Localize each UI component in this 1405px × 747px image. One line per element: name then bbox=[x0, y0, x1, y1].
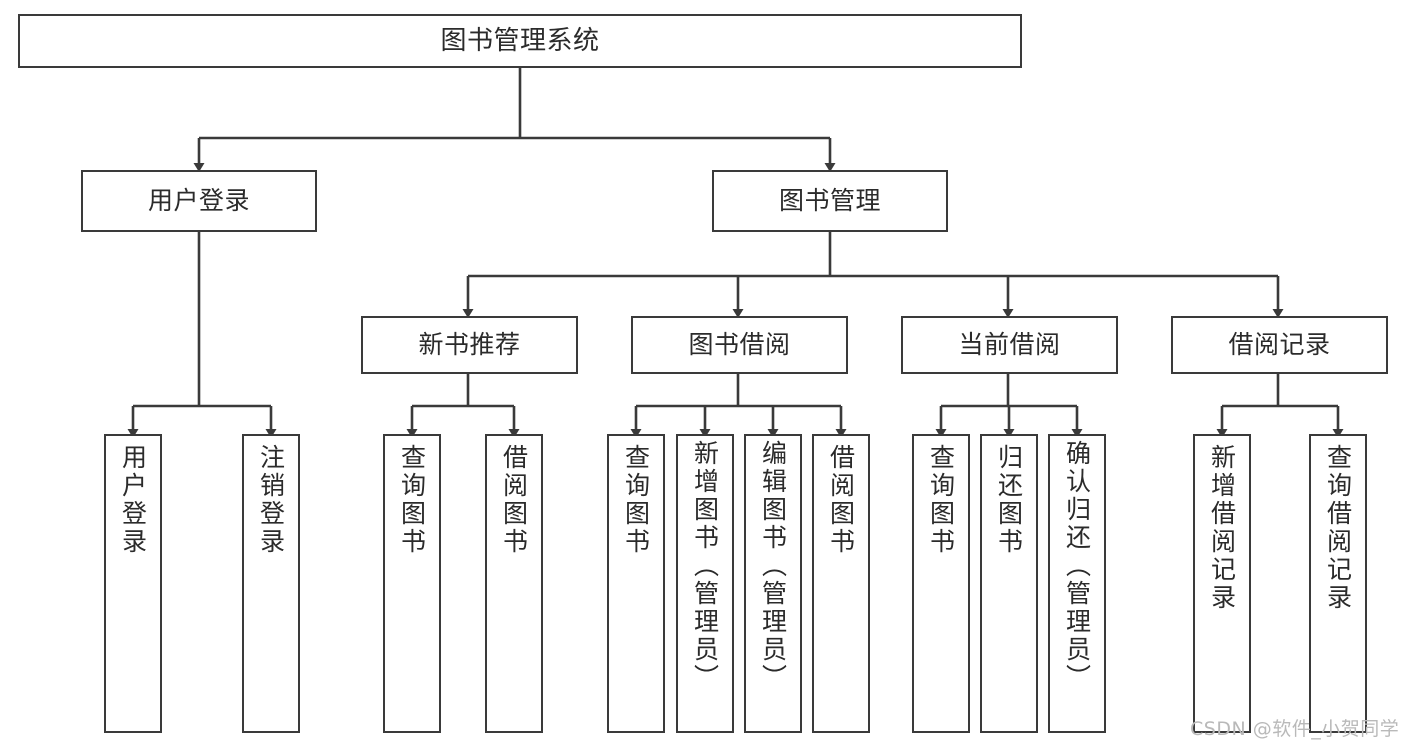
leaf-label: 查询图书 bbox=[397, 444, 427, 556]
node-label: 新书推荐 bbox=[418, 330, 521, 360]
node-label: 借阅记录 bbox=[1228, 330, 1331, 360]
leaf-new-book-rec-1[interactable]: 借阅图书 bbox=[485, 434, 543, 733]
node-book-borrow[interactable]: 图书借阅 bbox=[631, 316, 848, 374]
leaf-label: 注销登录 bbox=[256, 444, 286, 556]
leaf-current-borrow-0[interactable]: 查询图书 bbox=[912, 434, 970, 733]
leaf-label: 归还图书 bbox=[994, 444, 1024, 556]
node-book-manage[interactable]: 图书管理 bbox=[712, 170, 948, 232]
leaf-label: 新增借阅记录 bbox=[1207, 444, 1237, 612]
node-label: 图书管理系统 bbox=[440, 25, 600, 56]
leaf-book-borrow-2[interactable]: 编辑图书（管理员） bbox=[744, 434, 802, 733]
node-label: 用户登录 bbox=[147, 186, 250, 216]
leaf-label: 借阅图书 bbox=[826, 444, 856, 556]
leaf-book-borrow-3[interactable]: 借阅图书 bbox=[812, 434, 870, 733]
node-borrow-record[interactable]: 借阅记录 bbox=[1171, 316, 1388, 374]
node-root-system[interactable]: 图书管理系统 bbox=[18, 14, 1022, 68]
node-label: 图书借阅 bbox=[688, 330, 791, 360]
leaf-label: 查询图书 bbox=[621, 444, 651, 556]
node-label: 图书管理 bbox=[778, 186, 881, 216]
leaf-user-login-0[interactable]: 用户登录 bbox=[104, 434, 162, 733]
leaf-label: 编辑图书（管理员） bbox=[758, 440, 788, 692]
leaf-borrow-record-1[interactable]: 查询借阅记录 bbox=[1309, 434, 1367, 733]
leaf-label: 新增图书（管理员） bbox=[690, 440, 720, 692]
leaf-label: 用户登录 bbox=[118, 444, 148, 556]
node-user-login[interactable]: 用户登录 bbox=[81, 170, 317, 232]
node-label: 当前借阅 bbox=[958, 330, 1061, 360]
leaf-borrow-record-0[interactable]: 新增借阅记录 bbox=[1193, 434, 1251, 733]
leaf-current-borrow-1[interactable]: 归还图书 bbox=[980, 434, 1038, 733]
leaf-current-borrow-2[interactable]: 确认归还（管理员） bbox=[1048, 434, 1106, 733]
leaf-label: 查询图书 bbox=[926, 444, 956, 556]
watermark-csdn: CSDN @软件_小贺同学 bbox=[1190, 718, 1400, 740]
leaf-new-book-rec-0[interactable]: 查询图书 bbox=[383, 434, 441, 733]
leaf-label: 借阅图书 bbox=[499, 444, 529, 556]
leaf-user-login-1[interactable]: 注销登录 bbox=[242, 434, 300, 733]
node-new-book-recommend[interactable]: 新书推荐 bbox=[361, 316, 578, 374]
leaf-book-borrow-0[interactable]: 查询图书 bbox=[607, 434, 665, 733]
node-current-borrow[interactable]: 当前借阅 bbox=[901, 316, 1118, 374]
leaf-label: 查询借阅记录 bbox=[1323, 444, 1353, 612]
leaf-label: 确认归还（管理员） bbox=[1062, 440, 1092, 692]
leaf-book-borrow-1[interactable]: 新增图书（管理员） bbox=[676, 434, 734, 733]
